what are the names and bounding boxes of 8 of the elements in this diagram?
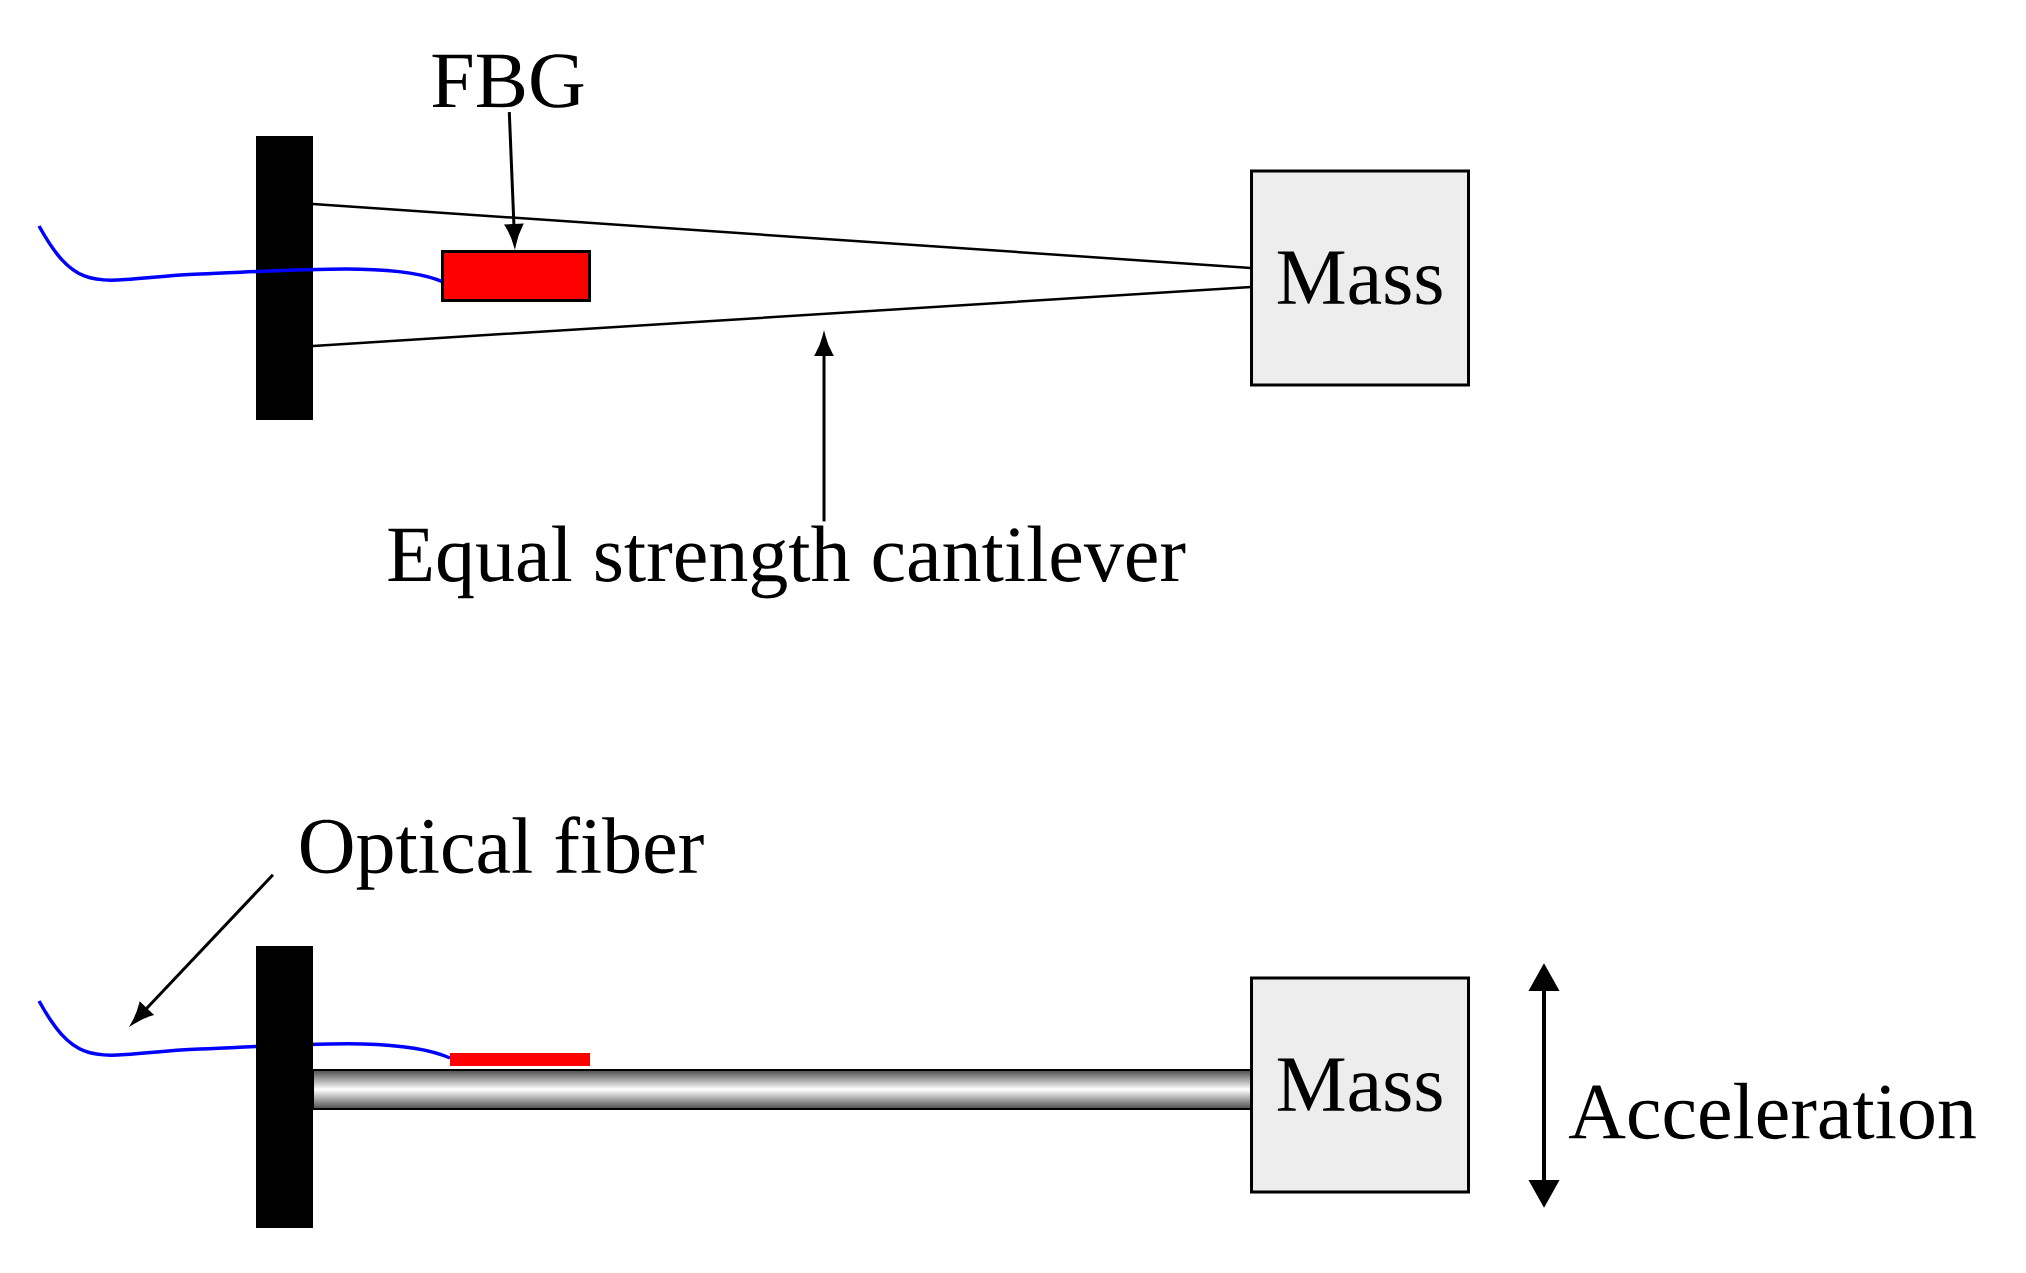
arrow <box>131 873 275 1025</box>
callout-text: Equal strength cantilever <box>388 525 1186 599</box>
grating-box <box>441 250 591 302</box>
callout-text: Optical fiber <box>301 816 704 890</box>
label-text: Acceleration <box>1569 1082 1976 1140</box>
mass-box: Mass <box>1250 976 1470 1194</box>
mass-box: Mass <box>1250 169 1470 387</box>
callout-text: FBG <box>432 54 584 108</box>
